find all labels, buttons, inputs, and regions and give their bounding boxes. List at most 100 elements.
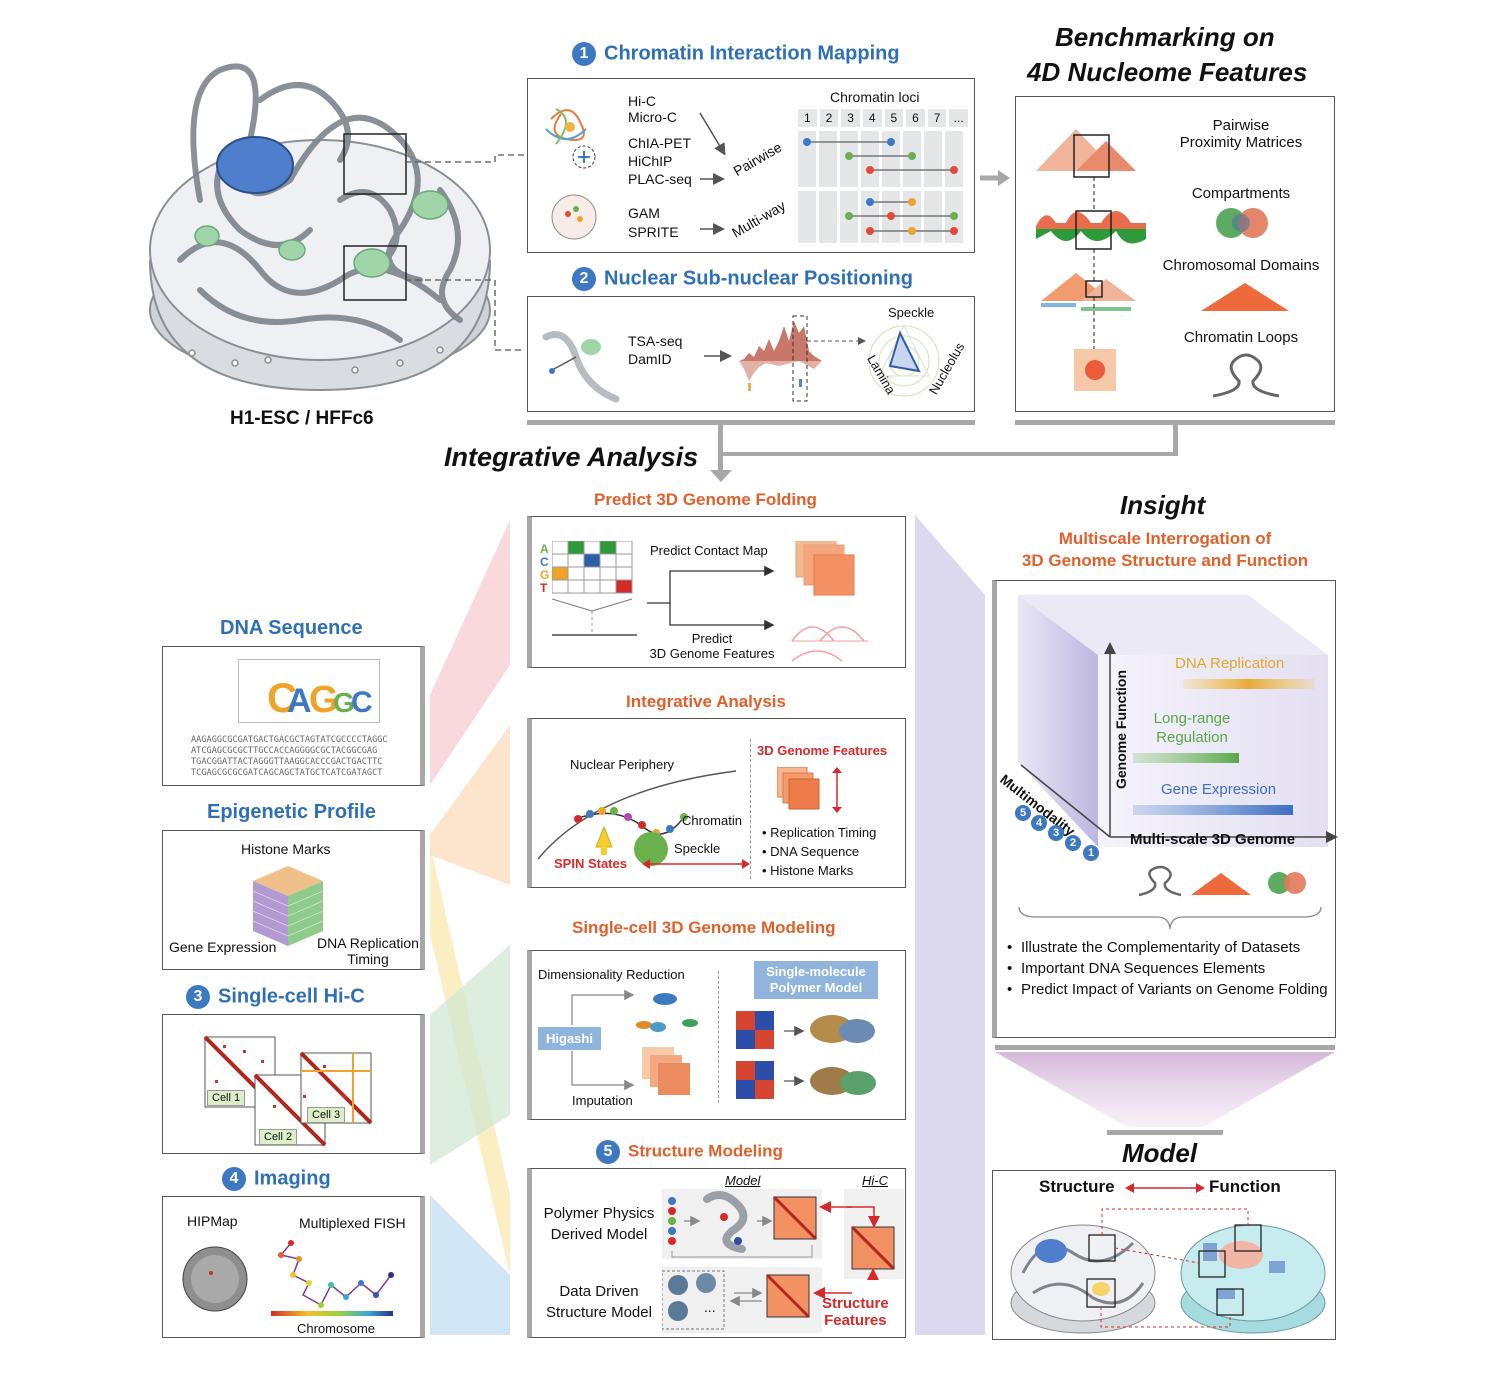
structure-model-diagram [662,1191,896,1330]
dimensionality-reduction-label: Dimensionality Reduction [538,967,685,982]
features-stack-icon [777,767,842,813]
cell2-label: Cell 2 [259,1129,298,1145]
dna-line-3: TGACGGATTACTAGGGTTAAGGCACCCGACTGACTTC [191,757,383,767]
method-icons [545,108,597,240]
single-cell-hic-panel: Cell 1 Cell 2 Cell 3 [162,1014,425,1154]
cell3-label: Cell 3 [307,1107,346,1123]
epigenetic-panel: Histone Marks Gene Expression DNA Replic… [162,830,425,970]
predict-3d-panel: A C G T Predict Contact Map Predict 3D G… [527,516,906,668]
insight-to-model-funnel [995,1052,1335,1135]
cell-label: H1-ESC / HFFc6 [230,408,374,429]
epigenetic-cube [252,866,324,946]
dna-line-1: AAGAGGCGCGATGACTGACGCTAGTATCGCCCCTAGGC [191,735,388,745]
acgt-a: A [540,542,549,556]
arrowhead-down [710,470,732,482]
feature-bullet-3: • Histone Marks [762,863,854,878]
chromosome-label: Chromosome [297,1321,376,1336]
cell1-label: Cell 1 [207,1090,246,1106]
locus-4: 4 [862,109,882,127]
feature-loops: Chromatin Loops [1183,329,1299,346]
modality-5: 5 [1015,805,1031,821]
insight-bullet-1: •Illustrate the Complementarity of Datas… [1007,939,1301,956]
positioning-panel: TSA-seq DamID Speckle Lamina Nucleolus [527,296,975,412]
insight-subtitle: Multiscale Interrogation of 3D Genome St… [1021,529,1309,570]
structure-modeling-panel: Model Hi-C Polymer Physics Derived Model… [527,1168,906,1338]
sequence-logo: C A G G C [238,659,380,723]
method-hic: Hi-C [628,93,656,109]
insight-bullet-2: •Important DNA Sequences Elements [1007,960,1266,977]
imaging-panel: HIPMap Multiplexed FISH Chromosome [162,1196,425,1338]
acgt-t: T [540,581,548,595]
long-range-label: Long-range Regulation [1153,710,1231,746]
model-panel: Structure Function [992,1170,1336,1340]
connector-right-down [1173,424,1178,454]
dna-replication-label-insight: DNA Replication [1175,655,1285,672]
locus-1: 1 [798,109,817,127]
modality-1: 1 [1083,845,1099,861]
single-cell-number: 3 [186,985,210,1009]
locus-2: 2 [819,109,839,127]
dna-sequence-text: AAGAGGCGCGATGACTGACGCTAGTATCGCCCCTAGGC A… [191,735,388,779]
sequence-logo-graphic: C A G G C [267,674,373,721]
dashed-divider [718,971,719,1103]
structure-function-arrow [1125,1183,1205,1193]
method-hichip: HiChIP [628,153,673,169]
insight-divider [995,1045,1335,1050]
imaging-number: 4 [222,1167,246,1191]
histone-marks-label: Histone Marks [241,841,331,857]
modality-4: 4 [1031,815,1047,831]
method-gam: GAM [628,205,660,221]
loop-icon [1212,353,1280,398]
feature-domains: Chromosomal Domains [1162,257,1320,274]
positioning-icon [542,331,620,403]
compartments-icon [1216,208,1268,238]
feature-compartments: Compartments [1191,185,1291,202]
summary-bracket [1018,906,1322,930]
imputation-label: Imputation [572,1093,633,1108]
predict-contact-label: Predict Contact Map [650,543,768,558]
epigenetic-title: Epigenetic Profile [207,801,376,823]
chromatin-interaction-panel: Hi-C Micro-C ChIA-PET HiChIP PLAC-seq GA… [527,78,975,253]
method-damid: DamID [628,351,672,367]
method-arrows [699,112,726,235]
integrative-panel-title: Integrative Analysis [626,692,786,711]
acgt-g: G [540,568,550,582]
benchmark-panel: Pairwise Proximity Matrices Compartments… [1015,96,1335,412]
locus-6: 6 [906,109,925,127]
integrative-analysis-title: Integrative Analysis [444,442,699,472]
spin-arrow [642,859,750,869]
locus-5: 5 [884,109,904,127]
feature-bullets: • Replication Timing • DNA Sequence • Hi… [762,823,876,880]
speckle-label: Speckle [888,305,935,320]
flow-bands-left [430,520,510,1335]
connector-horizontal [718,452,1178,456]
spin-diagram [537,770,737,866]
polymer-model-diagram [736,1011,876,1099]
feature-bullet-2: • DNA Sequence [762,844,860,859]
acgt-letters: A C G T [540,543,549,595]
chromatin-label: Chromatin [682,813,742,828]
connector-center-down [718,424,723,474]
multiscale-icons [1138,865,1306,897]
method-tsaseq: TSA-seq [628,333,683,349]
model-label: Model [725,1173,761,1188]
loci-header: 1 2 3 4 5 6 7 ... [798,109,968,127]
benchmark-divider [1015,420,1335,425]
polymer-physics-label: Polymer Physics Derived Model [543,1205,655,1243]
method-chiapet: ChIA-PET [628,135,692,151]
modality-numbers: 5 4 3 2 1 [1015,805,1125,865]
model-illustrations [1010,1208,1326,1334]
modality-3: 3 [1048,825,1064,841]
higashi-box: Higashi [538,1027,601,1050]
loci-interactions [798,131,963,243]
gene-expression-label: Gene Expression [169,939,277,955]
predict-diagram [552,541,868,662]
multiscale-axis-label: Multi-scale 3D Genome [1130,831,1296,848]
section2-number: 2 [572,267,596,291]
data-driven-label: Data Driven Structure Model [546,1283,652,1321]
dna-line-2: ATCGAGCGCGCTTGCCACCAGGGGCGCTACGGCGAG [191,746,378,756]
